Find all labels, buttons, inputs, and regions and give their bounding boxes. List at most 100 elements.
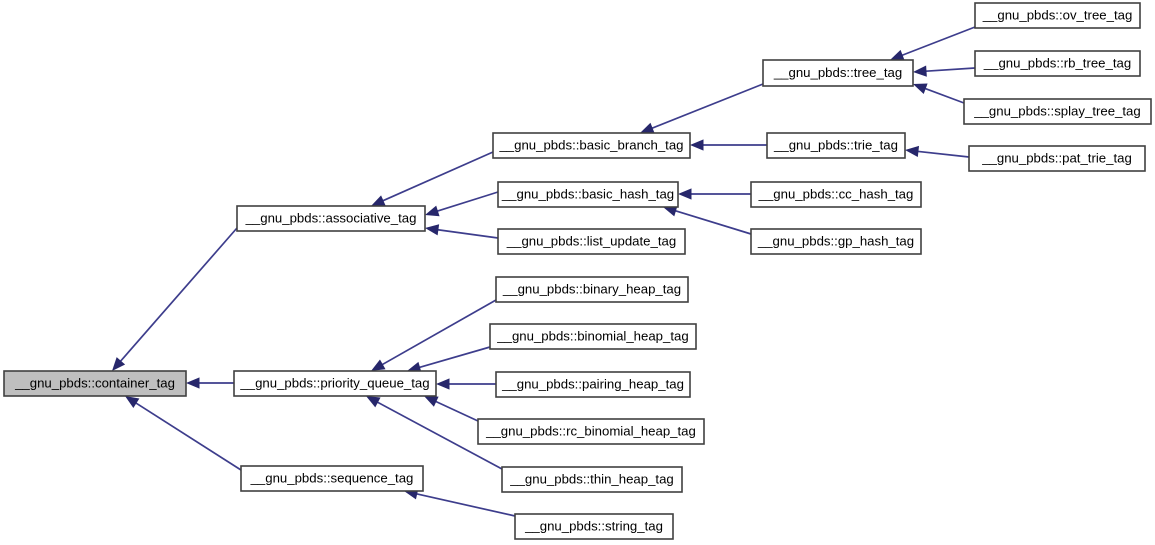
node-label-basic_branch_tag: __gnu_pbds::basic_branch_tag <box>498 137 683 152</box>
node-label-associative_tag: __gnu_pbds::associative_tag <box>245 210 417 225</box>
edge-cc_hash_tag-to-basic_hash_tag <box>678 188 751 200</box>
node-box-cc_hash_tag[interactable] <box>750 181 922 208</box>
edge-arrowhead <box>371 195 386 206</box>
node-box-splay_tree_tag[interactable] <box>963 98 1152 125</box>
edge-arrowhead <box>371 359 386 371</box>
edge-arrowhead <box>407 361 422 373</box>
edge-line <box>433 399 479 422</box>
node-box-rc_binomial_heap_tag[interactable] <box>477 418 705 445</box>
edge-pairing_heap_tag-to-priority_queue_tag <box>436 378 496 390</box>
edges-layer <box>112 26 976 517</box>
node-label-ov_tree_tag: __gnu_pbds::ov_tree_tag <box>982 7 1133 22</box>
node-box-basic_hash_tag[interactable] <box>497 181 679 208</box>
edge-line <box>923 87 965 104</box>
node-ov_tree_tag[interactable]: __gnu_pbds::ov_tree_tag <box>974 2 1141 29</box>
edge-line <box>375 400 503 470</box>
edge-basic_hash_tag-to-associative_tag <box>425 191 499 217</box>
node-splay_tree_tag[interactable]: __gnu_pbds::splay_tree_tag <box>963 98 1152 125</box>
edge-rb_tree_tag-to-tree_tag <box>913 65 976 77</box>
node-box-thin_heap_tag[interactable] <box>501 466 683 493</box>
edge-string_tag-to-sequence_tag <box>404 488 516 517</box>
edge-arrowhead <box>890 49 905 61</box>
edge-arrowhead <box>640 122 655 134</box>
edge-rc_binomial_heap_tag-to-priority_queue_tag <box>424 396 479 422</box>
node-pairing_heap_tag[interactable]: __gnu_pbds::pairing_heap_tag <box>495 371 691 398</box>
edge-thin_heap_tag-to-priority_queue_tag <box>366 396 503 470</box>
edge-arrowhead <box>678 188 692 200</box>
node-cc_hash_tag[interactable]: __gnu_pbds::cc_hash_tag <box>750 181 922 208</box>
node-label-container_tag: __gnu_pbds::container_tag <box>14 375 175 390</box>
edge-line <box>915 150 970 158</box>
node-box-binomial_heap_tag[interactable] <box>489 323 697 350</box>
node-label-basic_hash_tag: __gnu_pbds::basic_hash_tag <box>501 186 674 201</box>
edge-associative_tag-to-container_tag <box>112 227 238 371</box>
node-label-string_tag: __gnu_pbds::string_tag <box>524 518 663 533</box>
edge-line <box>923 67 976 73</box>
edge-arrowhead <box>913 83 928 94</box>
node-container_tag[interactable]: __gnu_pbds::container_tag <box>3 370 187 397</box>
node-associative_tag[interactable]: __gnu_pbds::associative_tag <box>236 205 426 232</box>
node-label-list_update_tag: __gnu_pbds::list_update_tag <box>506 233 676 248</box>
node-box-string_tag[interactable] <box>514 513 674 540</box>
node-box-container_tag[interactable] <box>3 370 187 397</box>
node-string_tag[interactable]: __gnu_pbds::string_tag <box>514 513 674 540</box>
node-box-list_update_tag[interactable] <box>497 228 686 255</box>
node-label-trie_tag: __gnu_pbds::trie_tag <box>773 137 898 152</box>
node-box-ov_tree_tag[interactable] <box>974 2 1141 29</box>
node-pat_trie_tag[interactable]: __gnu_pbds::pat_trie_tag <box>968 145 1146 172</box>
node-list_update_tag[interactable]: __gnu_pbds::list_update_tag <box>497 228 686 255</box>
node-box-sequence_tag[interactable] <box>240 465 424 492</box>
node-label-rc_binomial_heap_tag: __gnu_pbds::rc_binomial_heap_tag <box>485 423 696 438</box>
node-box-gp_hash_tag[interactable] <box>750 228 922 255</box>
edge-tree_tag-to-basic_branch_tag <box>640 83 764 134</box>
node-label-binary_heap_tag: __gnu_pbds::binary_heap_tag <box>502 281 681 296</box>
node-box-pairing_heap_tag[interactable] <box>495 371 691 398</box>
node-label-pairing_heap_tag: __gnu_pbds::pairing_heap_tag <box>501 376 684 391</box>
edge-arrowhead <box>425 205 440 217</box>
edge-arrowhead <box>436 378 450 390</box>
node-label-gp_hash_tag: __gnu_pbds::gp_hash_tag <box>757 233 914 248</box>
node-label-tree_tag: __gnu_pbds::tree_tag <box>773 65 902 80</box>
node-box-priority_queue_tag[interactable] <box>233 370 437 397</box>
edge-sequence_tag-to-container_tag <box>125 396 242 471</box>
edge-line <box>414 492 516 517</box>
node-gp_hash_tag[interactable]: __gnu_pbds::gp_hash_tag <box>750 228 922 255</box>
node-box-rb_tree_tag[interactable] <box>974 50 1141 77</box>
node-priority_queue_tag[interactable]: __gnu_pbds::priority_queue_tag <box>233 370 437 397</box>
node-tree_tag[interactable]: __gnu_pbds::tree_tag <box>762 59 914 87</box>
node-box-binary_heap_tag[interactable] <box>495 276 689 303</box>
node-thin_heap_tag[interactable]: __gnu_pbds::thin_heap_tag <box>501 466 683 493</box>
edge-gp_hash_tag-to-basic_hash_tag <box>663 205 752 235</box>
edge-priority_queue_tag-to-container_tag <box>186 377 234 389</box>
edge-line <box>649 83 764 130</box>
node-label-pat_trie_tag: __gnu_pbds::pat_trie_tag <box>981 150 1132 165</box>
node-rb_tree_tag[interactable]: __gnu_pbds::rb_tree_tag <box>974 50 1141 77</box>
node-basic_hash_tag[interactable]: __gnu_pbds::basic_hash_tag <box>497 181 679 208</box>
edge-binomial_heap_tag-to-priority_queue_tag <box>407 346 491 373</box>
node-box-associative_tag[interactable] <box>236 205 426 232</box>
node-box-tree_tag[interactable] <box>762 59 914 87</box>
edge-arrowhead <box>186 377 200 389</box>
node-label-binomial_heap_tag: __gnu_pbds::binomial_heap_tag <box>496 328 688 343</box>
node-label-priority_queue_tag: __gnu_pbds::priority_queue_tag <box>239 375 429 390</box>
node-box-pat_trie_tag[interactable] <box>968 145 1146 172</box>
edge-arrowhead <box>112 357 126 371</box>
node-binary_heap_tag[interactable]: __gnu_pbds::binary_heap_tag <box>495 276 689 303</box>
edge-list_update_tag-to-associative_tag <box>425 224 499 239</box>
node-rc_binomial_heap_tag[interactable]: __gnu_pbds::rc_binomial_heap_tag <box>477 418 705 445</box>
edge-line <box>435 228 499 239</box>
edge-arrowhead <box>913 65 927 77</box>
node-label-thin_heap_tag: __gnu_pbds::thin_heap_tag <box>509 471 674 486</box>
edge-ov_tree_tag-to-tree_tag <box>890 26 976 61</box>
node-trie_tag[interactable]: __gnu_pbds::trie_tag <box>766 132 906 159</box>
node-sequence_tag[interactable]: __gnu_pbds::sequence_tag <box>240 465 424 492</box>
edge-basic_branch_tag-to-associative_tag <box>371 151 494 206</box>
node-label-rb_tree_tag: __gnu_pbds::rb_tree_tag <box>983 55 1131 70</box>
node-box-basic_branch_tag[interactable] <box>492 132 691 159</box>
node-binomial_heap_tag[interactable]: __gnu_pbds::binomial_heap_tag <box>489 323 697 350</box>
edge-line <box>380 299 497 367</box>
node-box-trie_tag[interactable] <box>766 132 906 159</box>
node-label-sequence_tag: __gnu_pbds::sequence_tag <box>250 470 414 485</box>
node-basic_branch_tag[interactable]: __gnu_pbds::basic_branch_tag <box>492 132 691 159</box>
